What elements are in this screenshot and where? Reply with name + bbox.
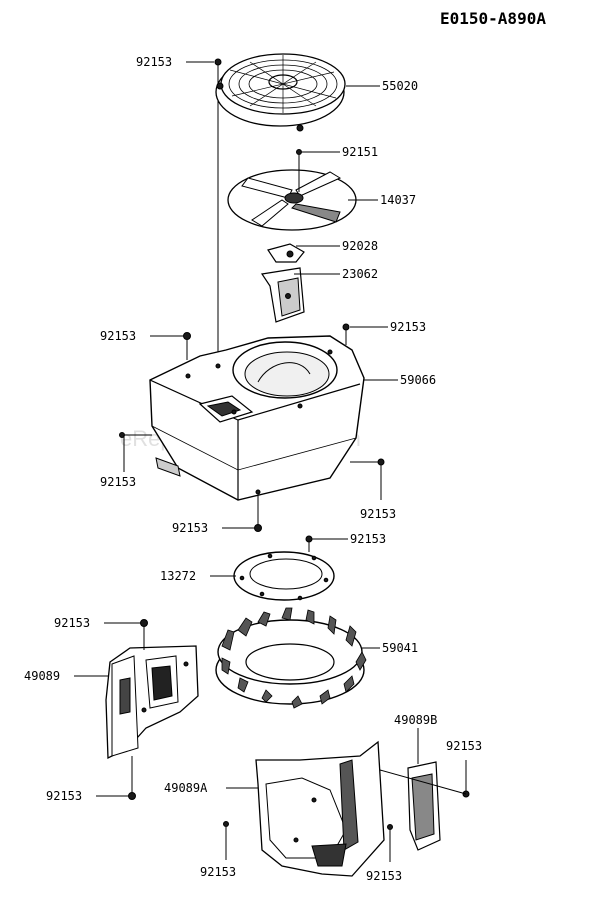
label-92153-h: 92153 (446, 739, 482, 753)
part-23062-bracket[interactable] (260, 267, 305, 323)
label-59066: 59066 (400, 373, 436, 387)
label-92153-top: 92153 (136, 55, 172, 69)
part-13272-ring[interactable] (233, 551, 335, 601)
label-92028: 92028 (342, 239, 378, 253)
part-49089B-baffle[interactable] (407, 761, 441, 851)
label-92153-i: 92153 (46, 789, 82, 803)
label-92151: 92151 (342, 145, 378, 159)
label-92153-c: 92153 (100, 475, 136, 489)
label-92153-b: 92153 (390, 320, 426, 334)
label-92153-k: 92153 (366, 869, 402, 883)
part-55020-screen[interactable] (215, 53, 346, 132)
part-59041-fan-ring[interactable] (215, 607, 367, 709)
label-92153-d: 92153 (360, 507, 396, 521)
part-59066-shroud[interactable] (149, 335, 365, 501)
label-92153-g: 92153 (54, 616, 90, 630)
part-49089A-baffle[interactable] (255, 740, 385, 877)
leader-lines (74, 61, 467, 862)
label-55020: 55020 (382, 79, 418, 93)
part-92028-spacer[interactable] (267, 243, 305, 263)
label-59041: 59041 (382, 641, 418, 655)
label-14037: 14037 (380, 193, 416, 207)
label-13272: 13272 (160, 569, 196, 583)
label-92153-e: 92153 (172, 521, 208, 535)
label-92153-a: 92153 (100, 329, 136, 343)
diagram-code: E0150-A890A (440, 9, 546, 28)
label-23062: 23062 (342, 267, 378, 281)
part-14037-fan[interactable] (227, 149, 357, 231)
label-49089A: 49089A (164, 781, 208, 795)
label-92153-j: 92153 (200, 865, 236, 879)
label-49089B: 49089B (394, 713, 437, 727)
label-92153-f: 92153 (350, 532, 386, 546)
label-49089: 49089 (24, 669, 60, 683)
part-49089-baffle[interactable] (105, 645, 199, 760)
